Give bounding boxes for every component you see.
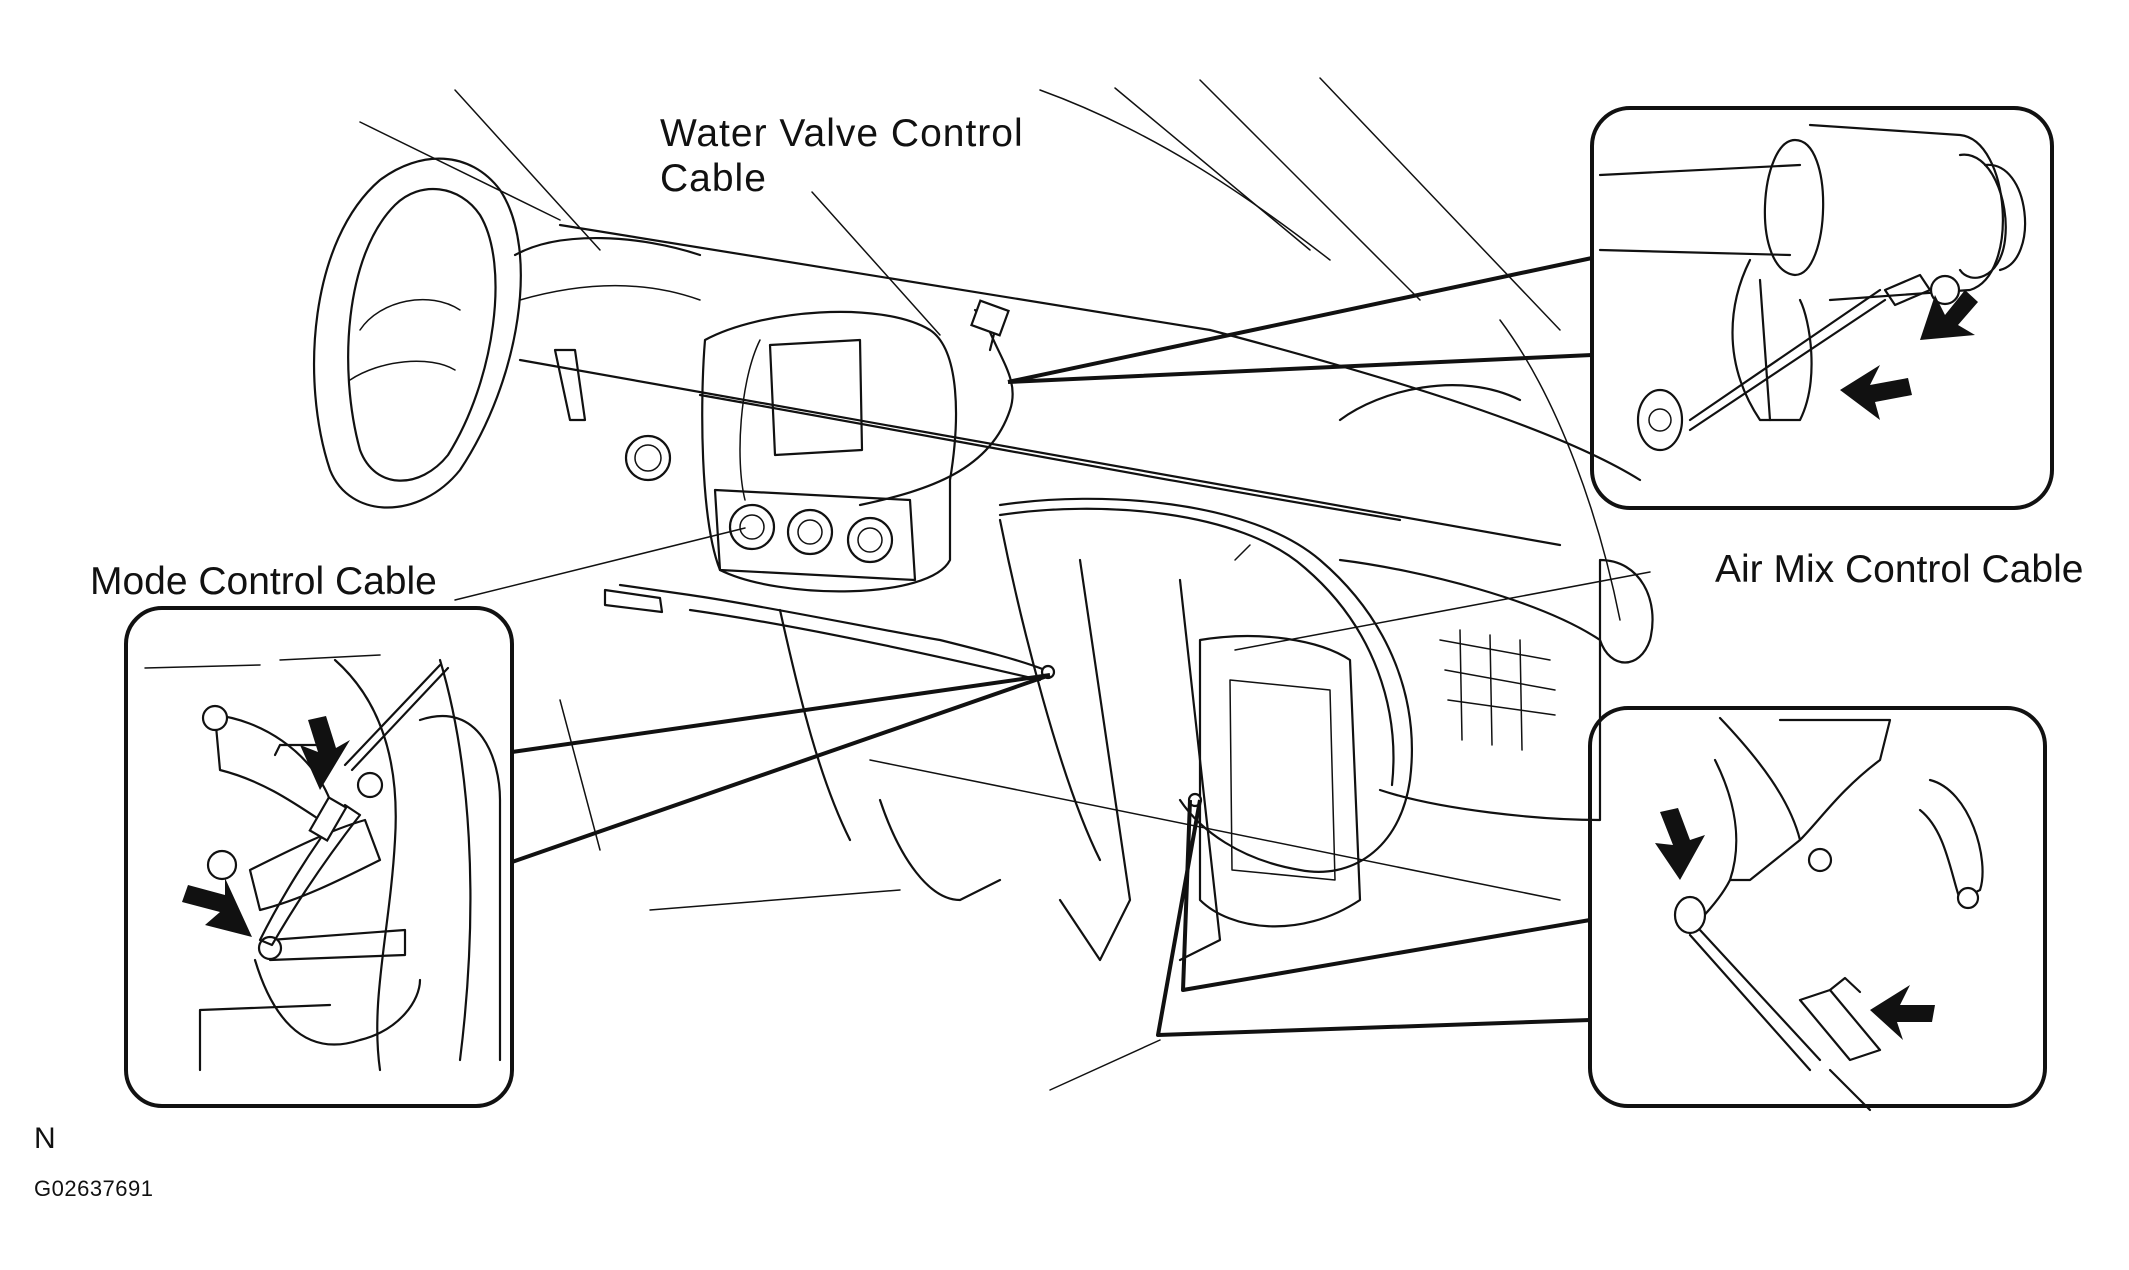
mode-control-cable-label: Mode Control Cable — [90, 560, 437, 603]
heater-unit — [1198, 558, 1602, 928]
water-valve-label-line2: Cable — [660, 156, 767, 200]
water-valve-control-cable-label: Water Valve Control Cable — [660, 112, 1024, 202]
steering-wheel-icon — [313, 157, 522, 509]
air-mix-control-cable-label: Air Mix Control Cable — [1715, 548, 2084, 591]
water-valve-label-line1: Water Valve Control — [660, 112, 1024, 155]
arrow-icon — [182, 878, 252, 937]
arrow-icon — [1870, 985, 1935, 1040]
view-letter: N — [34, 1122, 56, 1155]
mode-control-cable — [618, 583, 1047, 672]
air-mix-control-cable — [998, 497, 1413, 873]
inset-water-valve — [1590, 106, 2054, 510]
arrow-icon — [300, 716, 350, 790]
water-valve-control-cable — [858, 318, 1014, 507]
inset-air-mix — [1588, 706, 2047, 1112]
callout-wedges — [511, 256, 1593, 1037]
arrow-icon — [1655, 808, 1705, 880]
inset-mode-control — [124, 606, 514, 1108]
arrow-icon — [1840, 365, 1912, 420]
arrow-icon — [1920, 290, 1978, 340]
leader-lines — [454, 191, 1651, 651]
air-vent-icon — [624, 434, 672, 482]
climate-knobs — [713, 488, 917, 582]
figure-code: G02637691 — [34, 1176, 154, 1201]
dashboard-outline — [313, 77, 1654, 1091]
cables — [618, 299, 1413, 873]
